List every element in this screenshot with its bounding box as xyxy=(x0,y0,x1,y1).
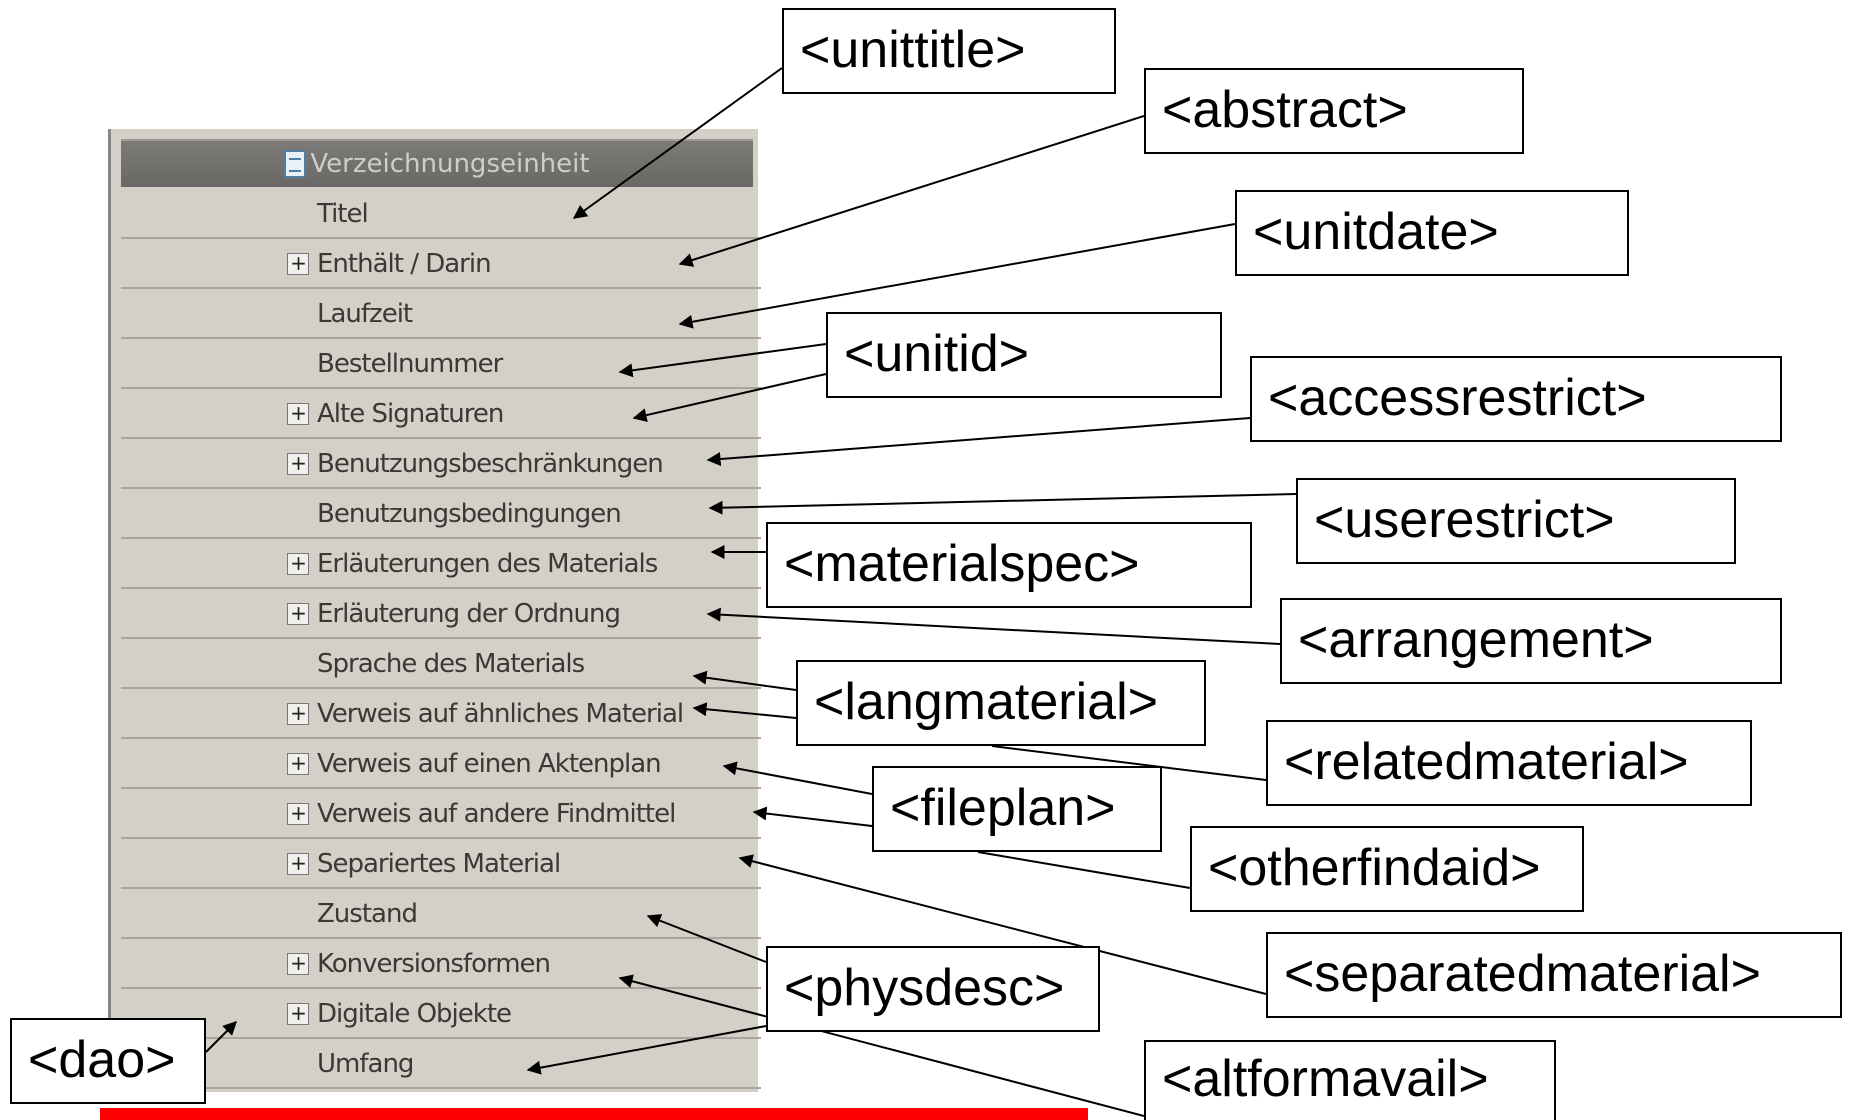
tag-altformavail: <altformavail> xyxy=(1144,1040,1556,1120)
expand-icon[interactable]: + xyxy=(287,253,309,275)
tag-abstract: <abstract> xyxy=(1144,68,1524,154)
tree-row[interactable]: Laufzeit xyxy=(121,289,761,339)
tag-userestrict: <userestrict> xyxy=(1296,478,1736,564)
expand-icon[interactable]: + xyxy=(287,953,309,975)
tree-row[interactable]: Benutzungsbedingungen xyxy=(121,489,761,539)
tree-row-label: Digitale Objekte xyxy=(317,999,512,1029)
tree-row[interactable]: + Erläuterung der Ordnung xyxy=(121,589,761,639)
tree-row-label: Alte Signaturen xyxy=(317,399,504,429)
tree-row-label: Titel xyxy=(317,199,369,229)
tag-relatedmaterial: <relatedmaterial> xyxy=(1266,720,1752,806)
expand-icon[interactable]: + xyxy=(287,803,309,825)
tree-row-label: Umfang xyxy=(317,1049,414,1079)
tree-row[interactable]: + Verweis auf einen Aktenplan xyxy=(121,739,761,789)
arrow-otherfindaid-2 xyxy=(752,806,873,827)
tag-unitdate: <unitdate> xyxy=(1235,190,1629,276)
arrow-accessrestrict xyxy=(706,417,1251,467)
tree-row-label: Enthält / Darin xyxy=(317,249,492,279)
arrow-userestrict xyxy=(708,493,1297,515)
tag-unittitle: <unittitle> xyxy=(782,8,1116,94)
tree-row-label: Verweis auf einen Aktenplan xyxy=(317,749,662,779)
tag-dao: <dao> xyxy=(10,1018,206,1104)
expand-icon[interactable]: + xyxy=(287,1003,309,1025)
tag-fileplan: <fileplan> xyxy=(872,766,1162,852)
expand-icon[interactable]: + xyxy=(287,453,309,475)
tree-row-label: Erläuterungen des Materials xyxy=(317,549,658,579)
tree-row-label: Bestellnummer xyxy=(317,349,503,379)
expand-icon[interactable]: + xyxy=(287,553,309,575)
tree-row-label: Zustand xyxy=(317,899,418,929)
tag-accessrestrict: <accessrestrict> xyxy=(1250,356,1782,442)
tree-panel: Verzeichnungseinheit Titel + Enthält / Dar… xyxy=(108,129,761,1092)
tree-row[interactable]: + Digitale Objekte xyxy=(121,989,761,1039)
expand-icon[interactable]: + xyxy=(287,703,309,725)
tree-row-label: Separiertes Material xyxy=(317,849,561,879)
tag-otherfindaid: <otherfindaid> xyxy=(1190,826,1584,912)
tag-separatedmaterial: <separatedmaterial> xyxy=(1266,932,1842,1018)
tree-row[interactable]: Umfang xyxy=(121,1039,761,1089)
tree-row-label: Erläuterung der Ordnung xyxy=(317,599,621,629)
tree-row[interactable]: + Enthält / Darin xyxy=(121,239,761,289)
expand-icon[interactable]: + xyxy=(287,853,309,875)
tree-row[interactable]: + Alte Signaturen xyxy=(121,389,761,439)
tree-row[interactable]: + Separiertes Material xyxy=(121,839,761,889)
tree-row[interactable]: Zustand xyxy=(121,889,761,939)
panel-title: Verzeichnungseinheit xyxy=(310,149,590,179)
expand-icon[interactable]: + xyxy=(287,403,309,425)
tree-row[interactable]: + Konversionsformen xyxy=(121,939,761,989)
arrow-otherfindaid-1 xyxy=(977,851,1191,889)
arrow-arrangement xyxy=(706,607,1281,645)
tree-row[interactable]: Sprache des Materials xyxy=(121,639,761,689)
tag-physdesc: <physdesc> xyxy=(766,946,1100,1032)
tree-row-label: Konversionsformen xyxy=(317,949,551,979)
tree-row[interactable]: + Benutzungsbeschränkungen xyxy=(121,439,761,489)
tree-row-label: Verweis auf ähnliches Material xyxy=(317,699,684,729)
tree-row[interactable]: + Erläuterungen des Materials xyxy=(121,539,761,589)
tag-langmaterial: <langmaterial> xyxy=(796,660,1206,746)
tree-row[interactable]: + Verweis auf andere Findmittel xyxy=(121,789,761,839)
tree-row[interactable]: Bestellnummer xyxy=(121,339,761,389)
tree-row[interactable]: + Verweis auf ähnliches Material xyxy=(121,689,761,739)
tag-unitid: <unitid> xyxy=(826,312,1222,398)
tree-row-label: Sprache des Materials xyxy=(317,649,585,679)
tag-materialspec: <materialspec> xyxy=(766,522,1252,608)
arrow-unitdate xyxy=(678,223,1236,329)
expand-icon[interactable]: + xyxy=(287,753,309,775)
tree-row-label: Benutzungsbedingungen xyxy=(317,499,622,529)
red-bar xyxy=(100,1108,1088,1120)
document-icon xyxy=(284,150,307,178)
tag-arrangement: <arrangement> xyxy=(1280,598,1782,684)
tree-row-label: Laufzeit xyxy=(317,299,413,329)
tree-row-label: Benutzungsbeschränkungen xyxy=(317,449,664,479)
panel-header: Verzeichnungseinheit xyxy=(121,139,753,187)
expand-icon[interactable]: + xyxy=(287,603,309,625)
tree-row-label: Verweis auf andere Findmittel xyxy=(317,799,676,829)
tree-row[interactable]: Titel xyxy=(121,189,761,239)
